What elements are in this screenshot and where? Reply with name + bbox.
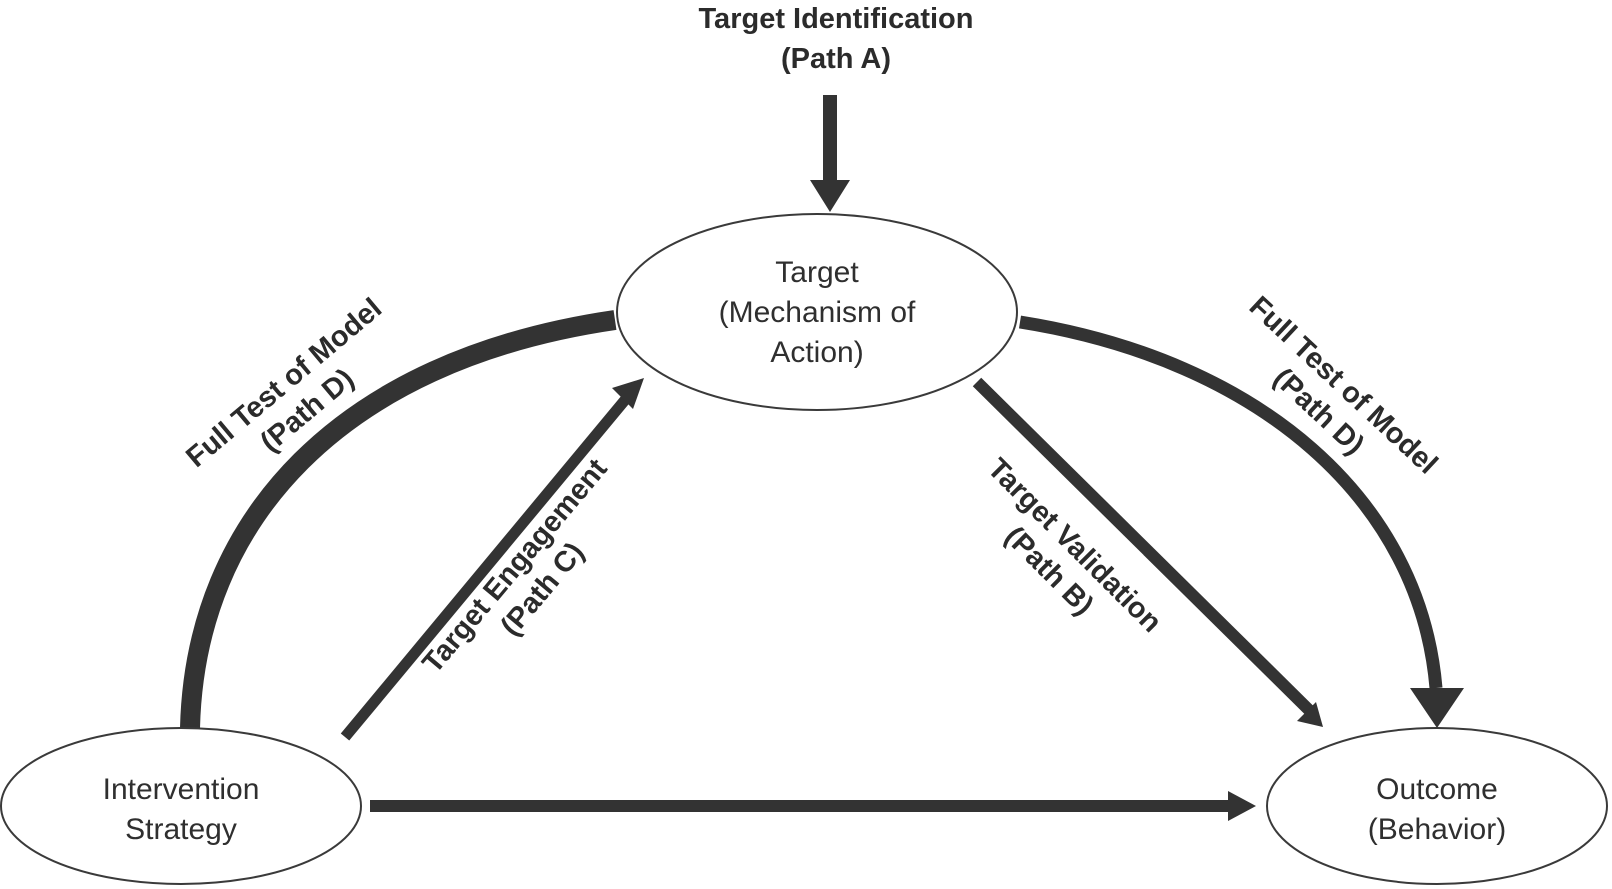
intervention-node-line2: Strategy (125, 813, 237, 846)
intervention-to-outcome-arrow (370, 791, 1256, 821)
path-c-label-line1: Target Engagement (417, 453, 614, 680)
intervention-node-line1: Intervention (103, 773, 260, 806)
path-c-arrow (340, 378, 644, 741)
path-a-label-line1: Target Identification (699, 3, 974, 35)
path-c-label: Target Engagement (Path C) (417, 453, 614, 680)
target-node-line1: Target (775, 256, 859, 289)
outcome-node-line1: Outcome (1376, 773, 1498, 806)
target-node-line3: Action) (770, 336, 863, 369)
path-a-label: Target Identification (Path A) (699, 3, 974, 75)
target-node-line2: (Mechanism of (719, 296, 916, 329)
path-a-arrow (810, 95, 850, 212)
path-a-label-line2: (Path A) (781, 43, 891, 75)
outcome-node: Outcome (Behavior) (1266, 727, 1608, 885)
target-node: Target (Mechanism of Action) (616, 213, 1018, 411)
path-b-arrow (972, 377, 1323, 727)
intervention-node: Intervention Strategy (0, 727, 362, 885)
path-d-left-curve (180, 310, 617, 729)
path-d-right-arrow (1018, 315, 1464, 728)
path-b-label: Target Validation (Path B) (981, 452, 1167, 638)
outcome-node-line2: (Behavior) (1368, 813, 1506, 846)
